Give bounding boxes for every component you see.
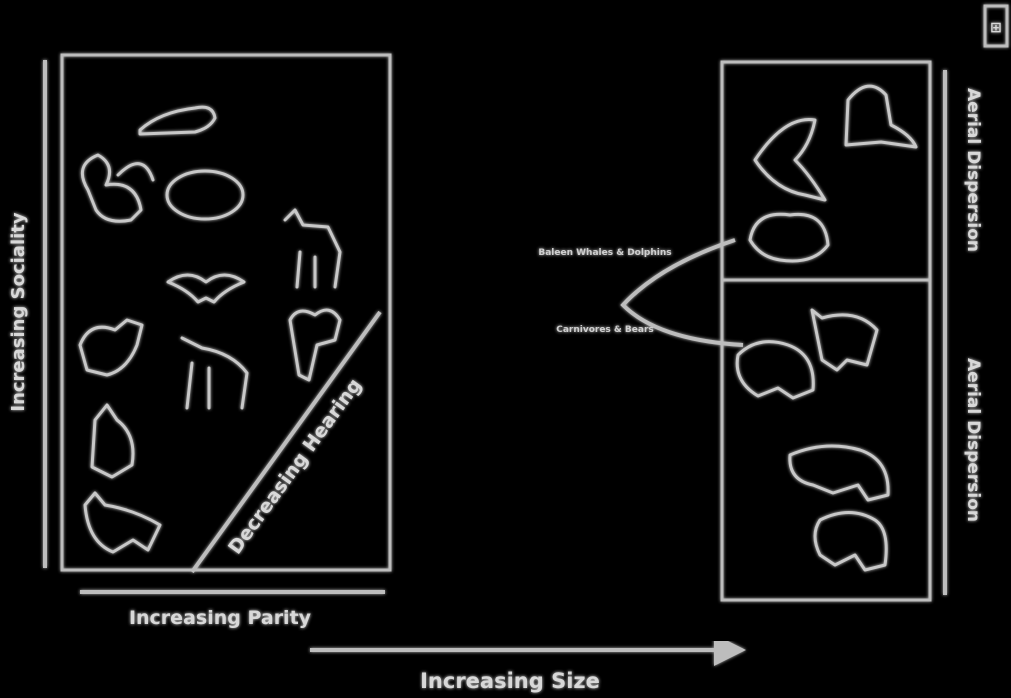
dolphin-icon [753,118,827,202]
bottom-axis-label: Aerial Dispersion [963,358,983,522]
goat-icon [288,308,342,382]
y-axis-label: Increasing Sociality [8,212,29,412]
x-axis-label: Increasing Parity [129,607,312,629]
left-panel-frame [60,53,392,572]
annotation-top: Baleen Whales & Dolphins [538,248,671,258]
bottom-axis-label: Increasing Size [420,669,600,693]
right-panel-frame [720,60,932,602]
corner-box-frame [983,4,1009,48]
left-diagonal-line [190,310,382,574]
horse-icon [180,336,249,410]
bracket-line [620,238,744,347]
left-panel: Increasing Sociality Increasing Parity D… [8,53,392,629]
kangaroo-icon [90,403,135,479]
squirrel-icon [80,153,155,223]
elephant-icon [788,444,890,502]
bear-icon [813,511,888,572]
top-axis-label: Aerial Dispersion [963,88,983,252]
deer-icon [283,208,342,289]
right-panel: Aerial Dispersion Aerial Dispersion Bale… [538,60,983,602]
seal-icon [138,105,217,136]
whale-icon [748,212,830,263]
walrus-icon [844,84,918,149]
bottom-axis: Increasing Size [310,634,746,693]
corner-box: ⊞ [983,4,1009,48]
diagonal-label: Decreasing Hearing [224,375,366,559]
corner-box-label: ⊞ [990,20,1002,36]
pig-icon [810,308,879,372]
llama-icon [78,318,144,377]
annotation-bottom: Carnivores & Bears [556,325,654,335]
bat-icon [166,273,246,304]
cat-icon [83,491,162,554]
hippo-icon [735,340,815,400]
armadillo-icon [165,169,245,221]
